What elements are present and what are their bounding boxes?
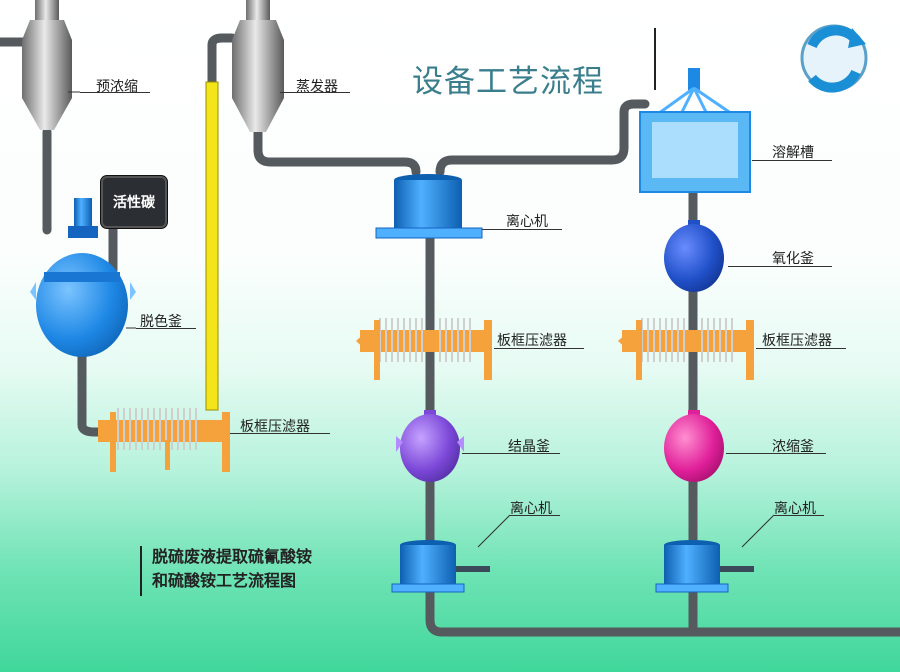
leader-centrifuge-mid-bottom	[510, 515, 560, 516]
centrifuge-mid-bottom	[391, 540, 490, 593]
label-filter-press-mid: 板框压滤器	[497, 333, 567, 349]
label-dissolve-tank: 溶解槽	[772, 145, 814, 161]
leader-filter-press-left	[230, 433, 330, 434]
pipe-evap-feed	[207, 33, 237, 93]
filter-press-right	[618, 318, 754, 380]
pipe-evap-branch-right	[435, 99, 650, 177]
leader-crystallizer	[462, 453, 560, 454]
label-centrifuge-top: 离心机	[506, 214, 548, 230]
crystallizer-vessel	[396, 410, 464, 482]
leader-centrifuge-right-bottom	[774, 515, 824, 516]
activated-carbon-box: 活性碳	[101, 176, 167, 228]
label-centrifuge-mid-bottom: 离心机	[510, 501, 552, 517]
leader-filter-press-right	[756, 348, 846, 349]
label-evaporator: 蒸发器	[296, 79, 338, 95]
page-title: 设备工艺流程	[412, 64, 604, 100]
label-oxidation-kettle: 氧化釜	[772, 251, 814, 267]
title-divider	[654, 28, 656, 90]
label-crystallizer: 结晶釜	[508, 439, 550, 455]
label-filter-press-right: 板框压滤器	[762, 333, 832, 349]
label-decolor-kettle: 脱色釜	[140, 314, 182, 330]
pipe-bottom-return	[425, 585, 900, 637]
leader-dissolve-tank	[752, 160, 832, 161]
centrifuge-top	[375, 174, 483, 239]
diagram-caption: 脱硫废液提取硫氰酸铵 和硫酸铵工艺流程图	[152, 545, 312, 593]
dissolve-tank-vessel	[639, 68, 751, 193]
leader-concentrate-kettle	[726, 453, 826, 454]
caption-divider	[140, 546, 142, 596]
label-centrifuge-right-bottom: 离心机	[774, 501, 816, 517]
leader-oxidation-kettle	[728, 266, 832, 267]
pipe-decolor-to-filter	[77, 347, 115, 437]
evaporator-vessel	[232, 0, 284, 132]
pre-concentrator-vessel	[22, 0, 72, 130]
caption-line-2: 和硫酸铵工艺流程图	[152, 571, 297, 590]
pipe-evap-to-centrifuge	[253, 127, 421, 177]
leader-decolor-kettle	[136, 328, 196, 329]
activated-carbon-label: 活性碳	[113, 195, 155, 211]
leader-centrifuge-top	[482, 229, 562, 230]
pipes	[0, 33, 900, 637]
centrifuge-right-bottom	[655, 540, 754, 593]
caption-line-1: 脱硫废液提取硫氰酸铵	[152, 547, 313, 566]
leader-filter-press-mid	[494, 348, 584, 349]
refresh-logo-icon	[800, 24, 868, 93]
filter-press-left	[98, 408, 230, 472]
decolor-kettle-vessel	[30, 198, 136, 357]
label-concentrate-kettle: 浓缩釜	[772, 439, 814, 455]
filter-press-mid	[356, 318, 492, 380]
label-filter-press-left: 板框压滤器	[240, 419, 310, 435]
pipe-yellow	[205, 81, 219, 411]
leader-evaporator	[280, 92, 350, 93]
leader-pre-concentrator	[80, 92, 150, 93]
oxidation-kettle-vessel	[664, 220, 724, 292]
label-pre-concentrator: 预浓缩	[96, 79, 138, 95]
concentrate-kettle-vessel	[664, 410, 724, 482]
